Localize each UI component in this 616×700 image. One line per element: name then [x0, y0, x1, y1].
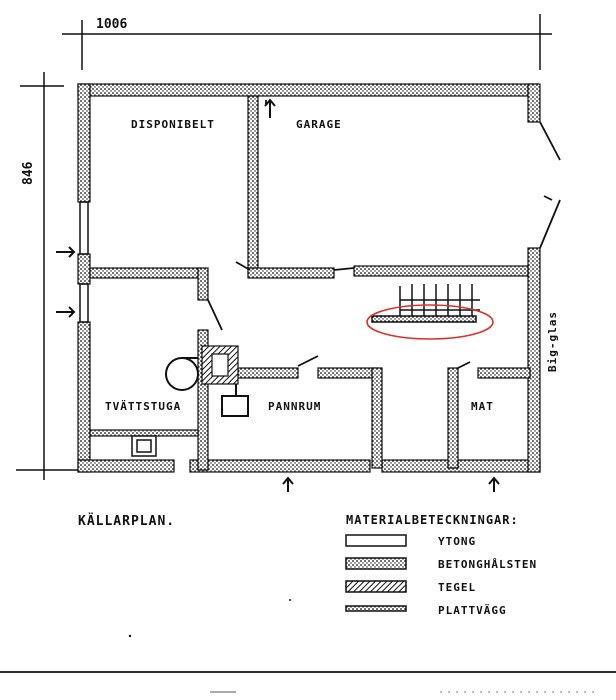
room-label-disponibelt: DISPONIBELT [131, 118, 215, 131]
legend-label-tegel: TEGEL [438, 581, 476, 594]
interior-walls [89, 95, 531, 471]
room-label-tvattstuga: TVÄTTSTUGA [105, 399, 181, 413]
exterior-walls [77, 83, 541, 473]
legend-swatch-tegel [345, 580, 407, 593]
room-label-garage: GARAGE [296, 118, 342, 131]
door-swings [207, 100, 561, 369]
dimension-top [62, 14, 552, 70]
arrow-icon [56, 246, 76, 318]
legend-title: MATERIALBETECKNINGAR: [346, 513, 519, 527]
legend-label-plattvagg: PLATTVÄGG [438, 603, 507, 617]
legend-swatch-plattvagg [345, 605, 407, 612]
chimney-block [201, 345, 239, 385]
legend-label-ytong: YTONG [438, 535, 476, 548]
plan-title: KÄLLARPLAN. [78, 513, 175, 529]
side-note-big-glas: Big-glas [546, 311, 559, 372]
legend-label-betonghalsten: BETONGHÅLSTEN [438, 558, 537, 571]
height-dimension: 846 [21, 161, 36, 185]
speck [128, 634, 132, 638]
window-left [79, 201, 89, 323]
sink-icon [131, 435, 157, 457]
room-label-mat: MAT [471, 400, 494, 413]
boiler-icon [165, 357, 199, 391]
legend-swatch-betonghalsten [345, 557, 407, 570]
tank-icon [221, 395, 249, 417]
arrow-icon [264, 98, 500, 492]
highlight-circle [366, 304, 494, 340]
staircase [371, 284, 480, 323]
speck [289, 599, 291, 601]
dimension-left [16, 72, 84, 480]
width-dimension: 1006 [96, 17, 127, 32]
room-label-pannrum: PANNRUM [268, 400, 321, 413]
legend-swatch-ytong [345, 534, 407, 547]
